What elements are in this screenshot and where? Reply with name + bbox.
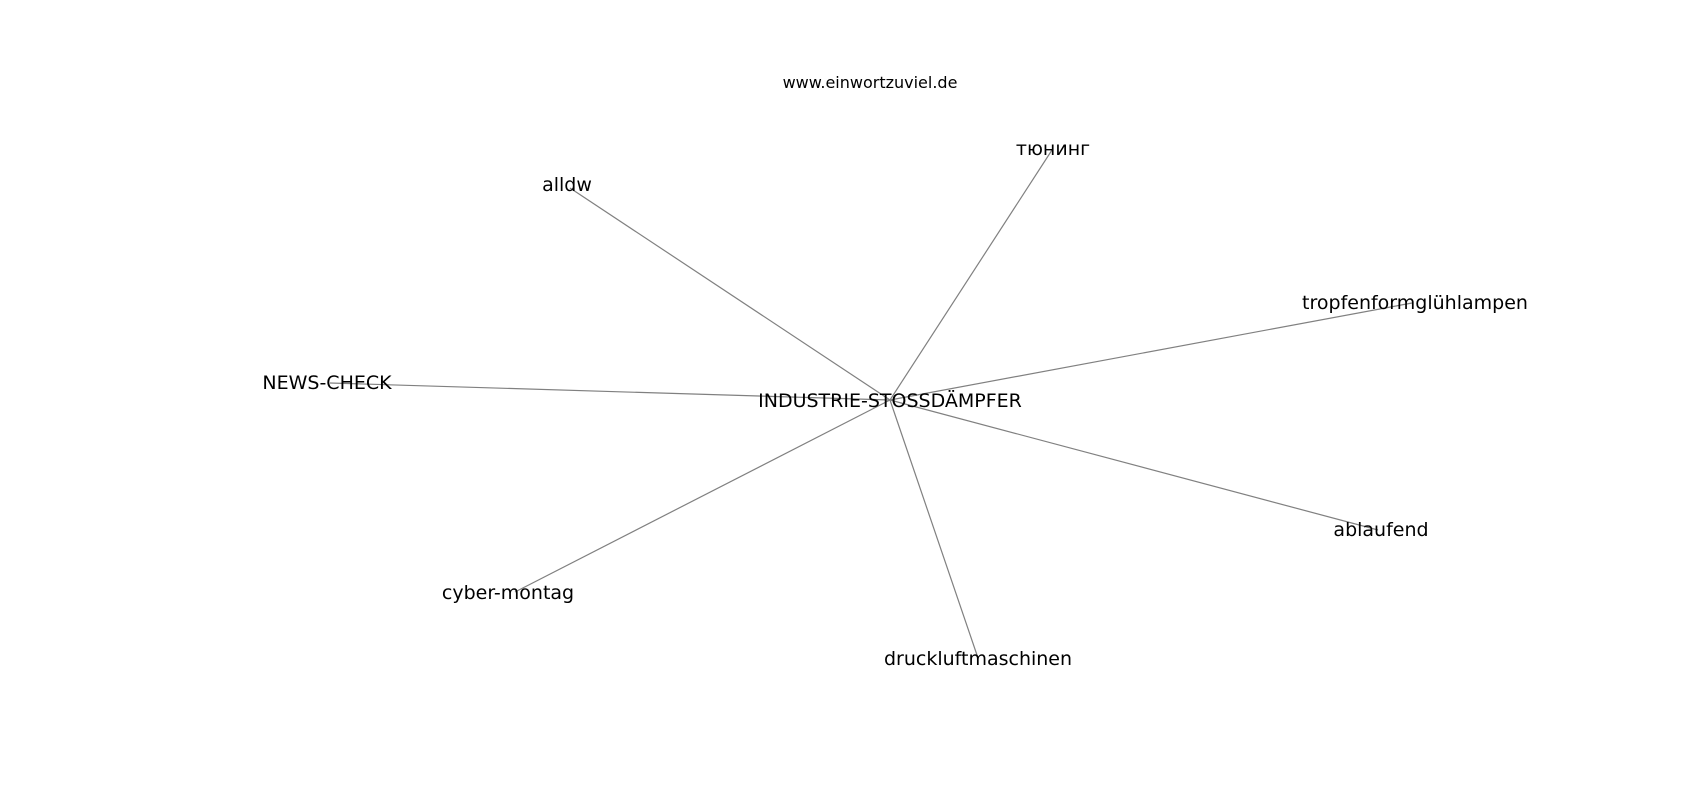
edge-news-check (329, 382, 891, 401)
node-news-check: NEWS-CHECK (262, 372, 392, 394)
node-ablaufend: ablaufend (1333, 519, 1428, 541)
labels-layer: www.einwortzuviel.de INDUSTRIE-STOSSDÄMP… (262, 73, 1528, 670)
edge-alldw (569, 187, 891, 401)
site-watermark: www.einwortzuviel.de (783, 73, 958, 92)
node-tyuning: тюнинг (1016, 138, 1090, 160)
node-druckluftmaschinen: druckluftmaschinen (884, 648, 1072, 670)
edge-tyuning (889, 149, 1053, 401)
edge-cyber-montag (514, 399, 891, 593)
node-center: INDUSTRIE-STOSSDÄMPFER (758, 389, 1022, 412)
edges-layer (329, 149, 1413, 659)
edge-tropfenformgluehlampen (889, 302, 1413, 401)
edge-druckluftmaschinen (889, 399, 979, 659)
edge-ablaufend (889, 399, 1379, 531)
node-tropfenformgluehlampen: tropfenformglühlampen (1302, 292, 1528, 314)
node-alldw: alldw (542, 174, 592, 196)
node-cyber-montag: cyber-montag (442, 582, 574, 604)
